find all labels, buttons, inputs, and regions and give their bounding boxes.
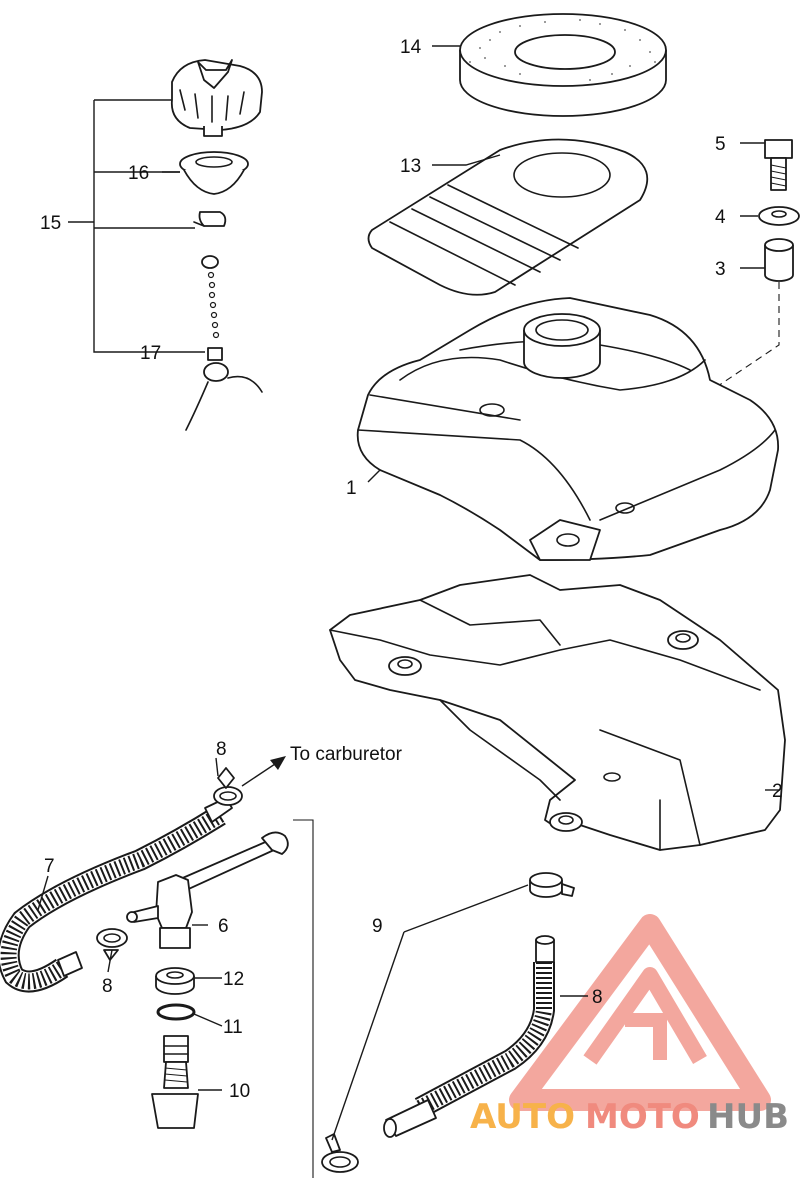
watermark-moto: MOTO <box>585 1097 700 1137</box>
callout-17: 16 <box>128 163 149 184</box>
callout-18: 17 <box>140 343 161 364</box>
part-18-tether-chain <box>185 255 263 431</box>
part-15-foam-ring <box>459 13 667 117</box>
callout-8-upper: 8 <box>216 739 227 760</box>
part-14-gasket <box>367 138 649 296</box>
part-10-clamp-upper <box>529 872 575 898</box>
part-6-fuel-valve <box>126 831 289 949</box>
callout-3: 3 <box>715 259 726 280</box>
part-8-clamp-upper <box>213 767 243 806</box>
watermark-text: AUTO MOTO HUB <box>470 1097 789 1137</box>
callout-10: 9 <box>372 916 383 937</box>
callout-4: 4 <box>715 207 726 228</box>
callout-labels: 14 13 5 4 3 1 2 16 15 17 8 7 8 6 12 11 1… <box>40 37 783 1102</box>
part-9-return-hose <box>383 935 555 1138</box>
part-10-clamp-lower <box>321 1133 359 1173</box>
part-5-bolt <box>764 139 793 191</box>
part-16-clip <box>193 211 227 227</box>
part-4-washer <box>758 206 800 226</box>
arrow-to-carburetor <box>241 756 286 787</box>
callout-16: 15 <box>40 213 61 234</box>
callout-14: 13 <box>400 156 421 177</box>
part-17-cap-seal <box>179 151 249 195</box>
watermark-logo <box>509 914 771 1111</box>
callout-2: 2 <box>772 781 783 802</box>
callout-11: 10 <box>229 1081 250 1102</box>
callout-15: 14 <box>400 37 422 58</box>
watermark-auto: AUTO <box>470 1097 575 1137</box>
callout-5: 5 <box>715 134 726 155</box>
callout-6: 6 <box>218 916 229 937</box>
part-3-spacer <box>764 238 794 282</box>
part-7-fuel-hose <box>0 797 233 993</box>
part-1-fuel-tank <box>356 297 779 561</box>
part-13-washer <box>155 967 195 995</box>
part-8-clamp-lower <box>96 928 128 961</box>
to-carburetor-note: To carburetor <box>290 744 403 765</box>
callout-12: 11 <box>223 1017 243 1038</box>
part-11-fuel-pickup <box>151 1035 199 1129</box>
part-12-o-ring <box>156 1003 196 1021</box>
part-16-fuel-cap <box>170 59 263 137</box>
callout-1: 1 <box>346 478 357 499</box>
callout-13: 12 <box>223 969 244 990</box>
callout-8-lower: 8 <box>102 976 113 997</box>
callout-7: 7 <box>44 856 55 877</box>
part-2-tank-bracket <box>329 574 786 851</box>
leader-lines <box>37 45 780 1141</box>
watermark-hub: HUB <box>707 1097 789 1137</box>
callout-9: 8 <box>592 987 603 1008</box>
